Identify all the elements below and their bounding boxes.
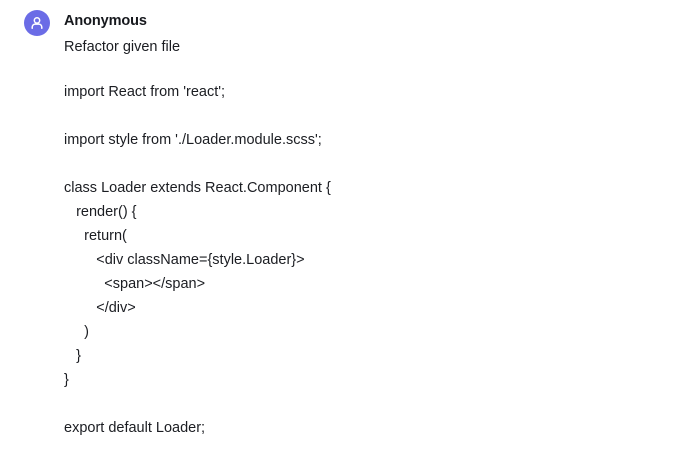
code-line: render() { — [64, 204, 137, 220]
chat-message: Anonymous Refactor given file import Rea… — [24, 10, 692, 440]
code-blank-line — [64, 104, 672, 128]
code-line: } — [64, 372, 69, 388]
code-blank-line — [64, 152, 672, 176]
code-line: return( — [64, 228, 127, 244]
code-line: class Loader extends React.Component { — [64, 180, 331, 196]
code-line: ) — [64, 324, 89, 340]
message-body: Anonymous Refactor given file import Rea… — [64, 11, 692, 440]
pasted-code-block: import React from 'react'; import style f… — [64, 80, 672, 440]
paragraph-spacer — [64, 57, 672, 80]
code-line: </div> — [64, 300, 136, 316]
message-prompt-text: Refactor given file — [64, 39, 181, 55]
code-line: import style from './Loader.module.scss'… — [64, 132, 322, 148]
code-blank-line — [64, 392, 672, 416]
code-line: <div className={style.Loader}> — [64, 252, 305, 268]
code-line: <span></span> — [64, 276, 206, 292]
user-avatar-icon — [24, 10, 50, 36]
code-line: import React from 'react'; — [64, 84, 226, 100]
code-line: export default Loader; — [64, 420, 206, 436]
message-author: Anonymous — [64, 13, 147, 29]
code-line: } — [64, 348, 81, 364]
